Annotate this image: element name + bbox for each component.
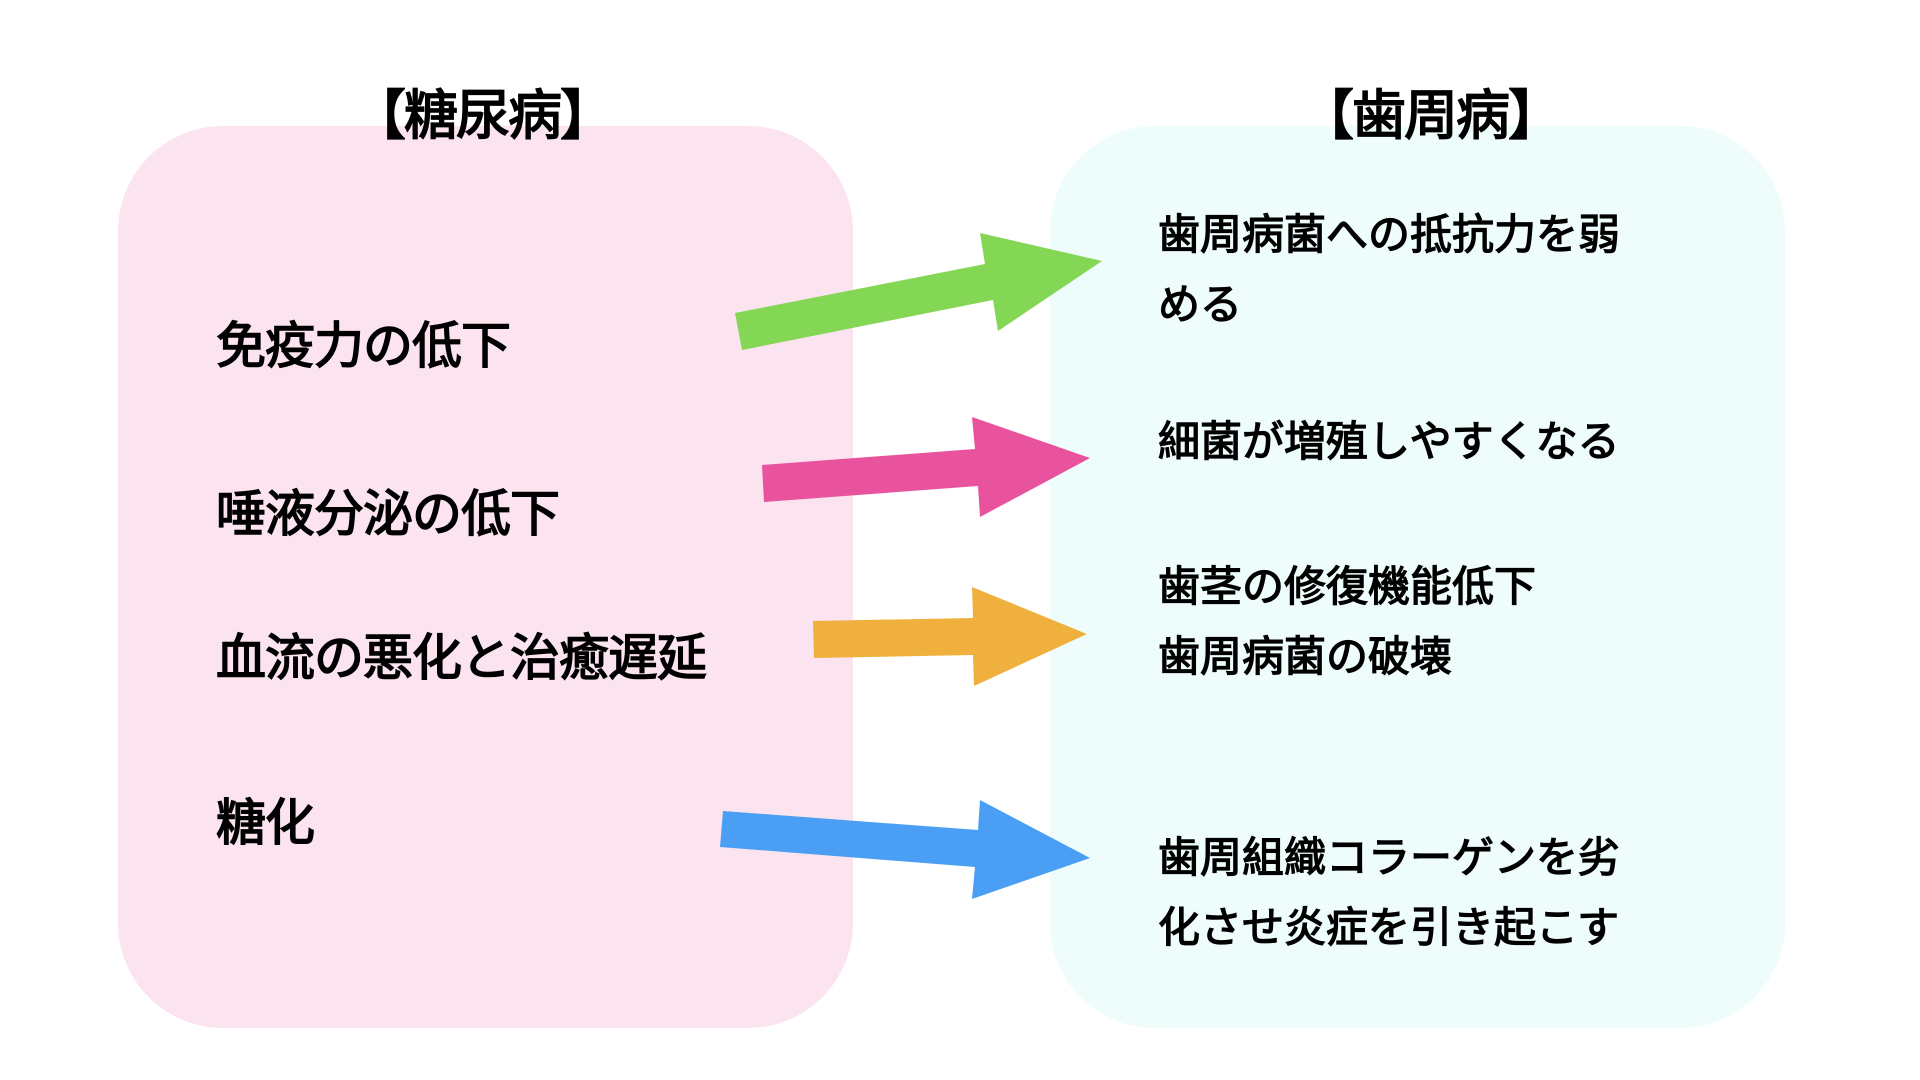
arrow-immunity-to-resistance-icon — [735, 233, 1102, 350]
effect-resistance: 歯周病菌への抵抗力を弱 める — [1158, 200, 1620, 340]
effect-bacteria-line-1: 細菌が増殖しやすくなる — [1158, 417, 1620, 466]
effect-repair: 歯茎の修復機能低下 歯周病菌の破壊 — [1158, 552, 1536, 692]
cause-immunity: 免疫力の低下 — [216, 317, 511, 375]
effect-resistance-line-1: 歯周病菌への抵抗力を弱 — [1158, 210, 1621, 259]
effect-collagen: 歯周組織コラーゲンを劣 化させ炎症を引き起こす — [1158, 823, 1620, 963]
cause-glycation: 糖化 — [216, 794, 315, 852]
arrow-bloodflow-to-repair-icon — [813, 587, 1087, 686]
arrow-glycation-to-collagen-icon — [720, 800, 1090, 899]
effect-repair-line-2: 歯周病菌の破壊 — [1158, 632, 1453, 681]
periodontal-title: 【歯周病】 — [1300, 84, 1562, 147]
effect-resistance-line-2: める — [1158, 280, 1243, 329]
cause-bloodflow: 血流の悪化と治癒遅延 — [216, 629, 707, 687]
periodontal-panel — [1050, 126, 1785, 1028]
arrow-saliva-to-bacteria-icon — [762, 417, 1090, 517]
effect-collagen-line-2: 化させ炎症を引き起こす — [1158, 903, 1620, 952]
effect-collagen-line-1: 歯周組織コラーゲンを劣 — [1158, 833, 1621, 882]
diabetes-panel — [118, 126, 853, 1028]
cause-saliva: 唾液分泌の低下 — [216, 485, 560, 543]
effect-repair-line-1: 歯茎の修復機能低下 — [1158, 562, 1537, 611]
effect-bacteria: 細菌が増殖しやすくなる — [1158, 407, 1620, 477]
diabetes-title: 【糖尿病】 — [352, 84, 614, 147]
